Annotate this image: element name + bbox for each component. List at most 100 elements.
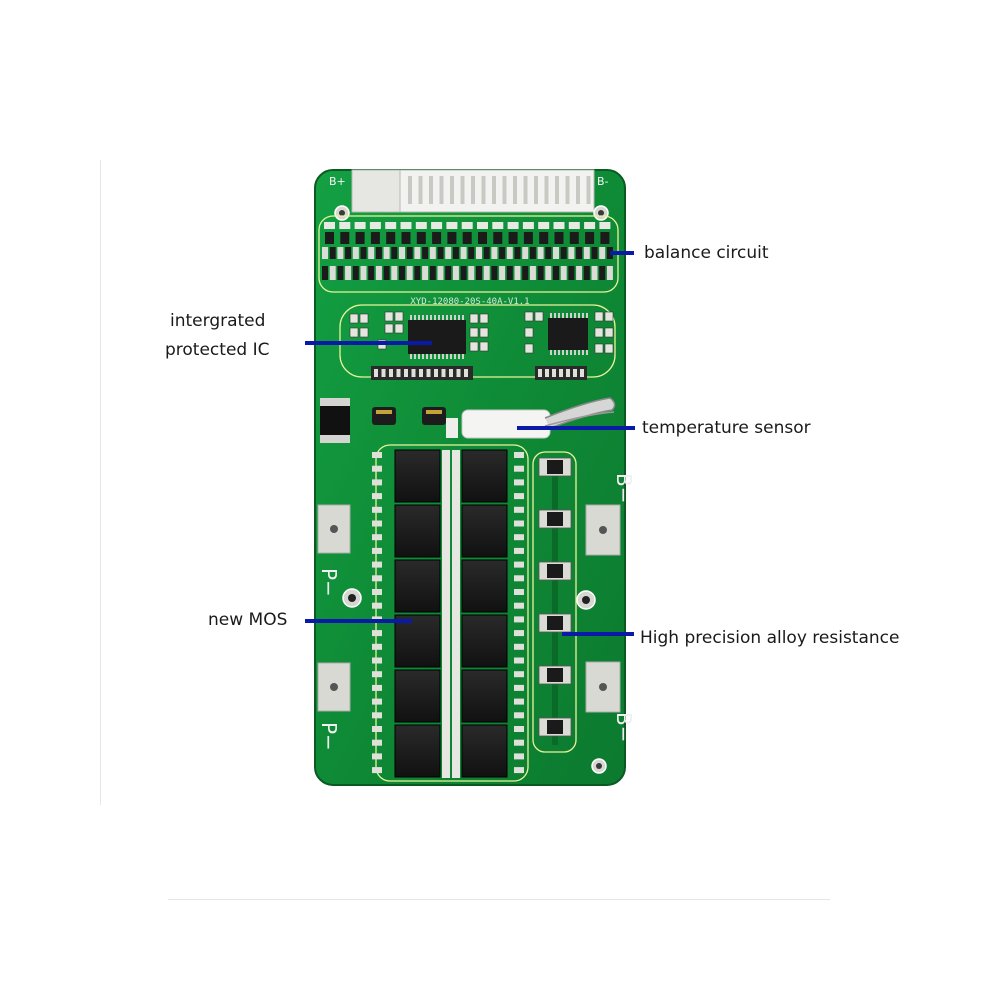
ic-pin	[562, 313, 564, 318]
balance-resistor	[368, 247, 375, 259]
ic-pin	[574, 350, 576, 355]
header-pad	[464, 369, 468, 377]
balance-resistor	[406, 266, 413, 280]
ic-pin	[574, 313, 576, 318]
temperature-sensor-label: temperature sensor	[642, 418, 811, 438]
smd-component	[479, 341, 489, 352]
balance-resistor	[329, 247, 336, 259]
balance-pad	[324, 222, 335, 229]
balance-transistor	[569, 232, 579, 244]
smd-component	[359, 327, 369, 338]
balance-resistor	[414, 266, 421, 280]
mos-pin	[372, 767, 382, 774]
mos-pin	[372, 630, 382, 637]
mos-pin	[372, 712, 382, 719]
ic-pin	[438, 315, 440, 320]
smd-component	[479, 327, 489, 338]
mos-pin	[514, 726, 524, 732]
mos-pin	[372, 575, 382, 582]
balance-resistor	[468, 247, 475, 259]
mos-pin	[372, 534, 382, 541]
balance-resistor	[499, 266, 506, 280]
b-minus-corner-label: B-	[597, 175, 609, 188]
connector-pin	[513, 176, 517, 204]
smd-component	[524, 327, 534, 338]
ic-pin	[558, 350, 560, 355]
ic-pin	[558, 313, 560, 318]
balance-transistor	[325, 232, 334, 244]
balance-resistor	[522, 247, 529, 259]
ic-pin	[442, 315, 444, 320]
balance-circuit-label: balance circuit	[644, 243, 769, 263]
ic-pin	[454, 354, 456, 359]
ic-pin	[462, 354, 464, 359]
balance-resistor	[445, 247, 452, 259]
alloy-resistor-body	[547, 460, 563, 474]
smd-component	[384, 311, 394, 322]
smd-component	[534, 311, 544, 322]
left-margin-guide	[100, 160, 101, 805]
b-minus-right-bottom-label: B−	[612, 712, 636, 742]
balance-resistor	[452, 247, 459, 259]
mos-pin	[372, 561, 382, 568]
mos-pin	[372, 520, 382, 527]
header-pad	[449, 369, 453, 377]
header-pad	[538, 369, 542, 377]
balance-resistor	[437, 247, 444, 259]
connector-pin	[450, 176, 454, 204]
header-pad	[426, 369, 431, 377]
mos-pin	[372, 452, 382, 458]
mos-pin	[514, 561, 524, 568]
mos-pin	[514, 589, 524, 595]
ic-pin	[550, 350, 552, 355]
balance-transistor	[401, 232, 411, 244]
mos-transistor	[394, 504, 441, 558]
board-code-label: XYD-12080-20S-40A-V1.1	[410, 297, 529, 307]
balance-pad	[553, 222, 565, 229]
balance-resistor	[414, 247, 421, 259]
balance-resistor	[452, 266, 459, 280]
balance-resistor	[368, 266, 375, 280]
balance-resistor	[406, 247, 413, 259]
ic-pin	[426, 354, 428, 359]
balance-pad	[400, 222, 412, 229]
header-pad	[552, 369, 556, 377]
alloy-resistor-body	[547, 616, 563, 630]
protected-ic-area	[339, 304, 616, 380]
balance-resistor	[568, 247, 575, 259]
mos-pin	[514, 506, 524, 513]
smd-component	[594, 343, 604, 354]
balance-resistor	[375, 266, 382, 280]
ic-pin	[434, 315, 436, 320]
mos-pin	[372, 671, 382, 678]
balance-resistor	[606, 247, 613, 259]
balance-resistor	[522, 266, 529, 280]
balance-resistor	[322, 247, 328, 259]
ic-pin	[442, 354, 444, 359]
balance-transistor	[386, 232, 396, 244]
connector-pin	[481, 176, 486, 204]
mos-pin	[372, 602, 382, 609]
balance-resistor	[422, 266, 429, 280]
balance-resistor	[514, 266, 521, 280]
alloy-resistor-body	[547, 720, 563, 734]
balance-circuit-area	[318, 215, 619, 293]
mos-pin	[514, 479, 524, 486]
balance-resistor	[383, 266, 390, 280]
ic-pin	[418, 354, 420, 359]
ic-pin	[554, 313, 556, 318]
smd-component	[394, 323, 404, 334]
alloy-resistor-body	[547, 668, 563, 682]
balance-pad	[538, 222, 550, 229]
header-pad	[559, 369, 563, 377]
ic-pin	[586, 350, 588, 355]
mos-pin	[514, 547, 524, 554]
ic-pin	[554, 350, 556, 355]
ic-pin	[570, 313, 572, 318]
ic-pin	[430, 315, 432, 320]
balance-resistor	[352, 247, 359, 259]
header-pad	[374, 369, 378, 377]
ic-pin	[422, 354, 424, 359]
smd-component	[594, 327, 604, 338]
connector-pin	[439, 176, 444, 204]
